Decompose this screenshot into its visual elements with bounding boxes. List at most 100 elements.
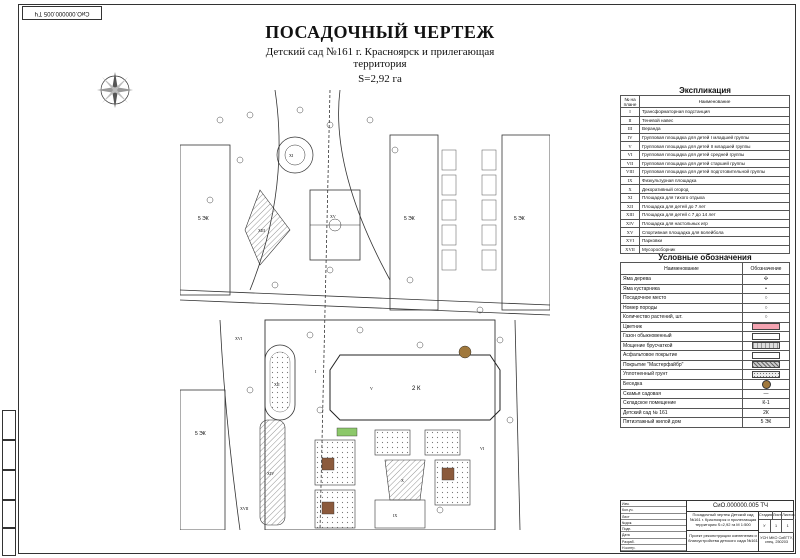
table-cell: Парковки (639, 235, 790, 246)
table-cell: Посадочное место (620, 293, 743, 304)
title-block-sheet-info: Стадия Лист Листов У 1 1 УСН МКО СибГТУ,… (758, 511, 796, 551)
legend-title: Условные обозначения (658, 253, 752, 262)
legend-symbol (742, 340, 790, 351)
legend-symbol (742, 350, 790, 361)
legend-symbol (742, 321, 790, 332)
plan-label: V (370, 386, 373, 391)
drawing-sheet (18, 4, 796, 554)
table-cell: I (620, 107, 640, 117)
signature-row: Лист (621, 514, 686, 520)
table-header-row: № на плане Наименование (620, 95, 790, 108)
table-cell: Яма дерева (620, 274, 743, 285)
column-header: Наименование (639, 95, 790, 108)
table-row: Скамья садовая— (620, 388, 790, 399)
side-stamp-cell (2, 470, 16, 500)
document-code: СиО.000000.005 ТЧ (686, 501, 794, 512)
site-plan: 5 ЭК 5 ЭК 5 ЭК 5 ЭК XI XIII XV 2 К XII X… (180, 90, 550, 530)
sheets-label: Листов (782, 511, 796, 519)
legend-table: Наименование Обозначение Яма дерева ✣ Яма… (620, 262, 790, 428)
table-cell: XII (620, 201, 640, 212)
table-cell: Групповая площадка для детей старшей гру… (639, 158, 790, 169)
table-cell: Яма кустарника (620, 283, 743, 294)
table-cell: Номер породы (620, 302, 743, 313)
sheet-value: 1 (771, 520, 783, 532)
table-cell: Теневой навес (639, 115, 790, 126)
table-cell: Физкультурная площадка (639, 175, 790, 186)
side-stamp-cell (2, 410, 16, 440)
sheet-label: Лист (772, 511, 783, 519)
table-cell: Групповая площадка для детей II младшей … (639, 141, 790, 151)
table-cell: VI (620, 149, 640, 160)
table-header-row: Наименование Обозначение (620, 262, 790, 275)
building-label: 5 ЭК (514, 216, 525, 222)
table-cell: IX (620, 175, 640, 186)
legend-symbol: • (742, 283, 790, 294)
table-cell: Групповая площадка для детей средней гру… (639, 149, 790, 160)
title-block-signatures: Изм. Кол.уч. Лист №док. Подп. Дата Разра… (621, 501, 686, 551)
table-cell: XV (620, 227, 640, 237)
table-row: Мощение брусчаткой (620, 340, 790, 351)
table-cell: Мощение брусчаткой (620, 340, 743, 351)
north-arrow-icon (97, 72, 133, 108)
explication-title: Экспликация (679, 86, 731, 95)
drawing-description: Посадочный чертеж Детский сад №161 г. Кр… (687, 511, 759, 531)
stage-value: У (759, 520, 771, 532)
column-header: Наименование (620, 262, 743, 275)
legend-symbol: ○ (742, 293, 790, 304)
legend-symbol: ✣ (742, 274, 790, 285)
paving-swatch (752, 342, 780, 350)
plan-label: X (401, 478, 404, 483)
table-cell: Трансформаторная подстанция (639, 107, 790, 117)
table-cell: Цветник (620, 321, 743, 332)
table-row: Яма дерева ✣ (620, 274, 790, 285)
side-stamp-cell (2, 528, 16, 556)
legend-symbol (742, 378, 790, 390)
table-cell: Веранда (639, 124, 790, 134)
lawn-swatch (752, 332, 780, 340)
table-cell: X (620, 184, 640, 194)
plan-label: XVI (235, 336, 243, 341)
plan-label: XVII (240, 506, 249, 511)
table-cell: VIII (620, 167, 640, 177)
table-cell: Спортивная площадка для волейбола (639, 227, 790, 237)
legend-symbol: ○ (742, 302, 790, 313)
tree-pit-icon: ✣ (763, 276, 769, 283)
plan-label: XIII (258, 228, 266, 233)
plan-label: XI (289, 153, 294, 158)
legend-symbol: 2К (742, 407, 790, 418)
signature-row: №док. (621, 520, 686, 526)
table-cell: Декоративный огород (639, 184, 790, 194)
masterfiber-swatch (752, 361, 780, 369)
legend-symbol: К-1 (742, 398, 790, 409)
table-cell: Скамья садовая (620, 388, 743, 399)
table-row: Количество растений, шт.○ (620, 312, 790, 323)
table-cell: XVI (620, 235, 640, 246)
table-row: Цветник (620, 321, 790, 332)
flowerbed-swatch (752, 323, 780, 331)
legend-symbol (742, 369, 790, 380)
table-cell: Площадка для тихого отдыха (639, 192, 790, 203)
table-cell: Мусоросборник (639, 244, 790, 255)
project-description: Проект реконструкции озеленения и благоу… (688, 533, 758, 543)
table-cell: VII (620, 158, 640, 169)
table-cell: Покрытие "Мастерфайбр" (620, 359, 743, 370)
table-cell: XI (620, 192, 640, 203)
table-cell: Групповая площадка для детей подготовите… (639, 167, 790, 177)
table-cell: IV (620, 132, 640, 143)
table-row: Посадочное место○ (620, 293, 790, 304)
table-cell: Детский сад № 161 (620, 407, 743, 418)
table-cell: Уплотненный грунт (620, 369, 743, 380)
stage-label: Стадия (759, 511, 773, 519)
